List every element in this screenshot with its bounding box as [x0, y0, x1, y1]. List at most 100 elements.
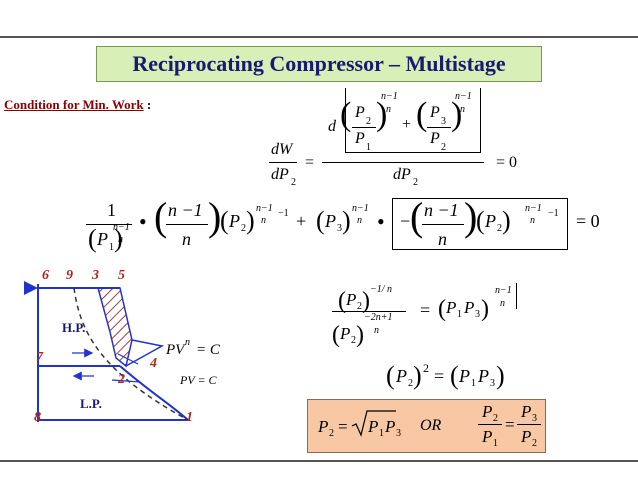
- eq4-power: 2: [423, 361, 429, 375]
- eq2-p2: P: [229, 211, 240, 231]
- eq4-p2-sub: 2: [408, 378, 413, 389]
- eq2-p3-open: (: [316, 206, 325, 235]
- eq3-den-exp-num: −2n+1: [364, 312, 393, 323]
- eq1-equals: =: [305, 154, 315, 171]
- eq3-rhs-p3-sub: 3: [475, 309, 480, 320]
- eq2-plus: +: [296, 211, 307, 231]
- eq2-frac-2: [166, 224, 208, 225]
- pvn-exp: n: [185, 337, 190, 348]
- point-6: 6: [42, 268, 49, 283]
- point-7: 7: [36, 350, 43, 365]
- lp-label: L.P.: [80, 396, 102, 411]
- eq3-rhs-p1-sub: 1: [457, 309, 462, 320]
- eq2-p2b-open: (: [476, 206, 485, 235]
- eq4-p3: P: [478, 366, 489, 386]
- eq1-dp-sub: 2: [291, 177, 296, 188]
- eq3-rhs-p3: P: [464, 298, 475, 317]
- condition-label: Condition for Min. Work :: [4, 97, 151, 113]
- eq3-frac: [332, 311, 406, 312]
- eq2-zero: = 0: [576, 211, 600, 231]
- eq2-p2-exp-top: n−1: [256, 203, 273, 214]
- eq4-p1: P: [459, 366, 470, 386]
- res-eq: =: [338, 417, 348, 436]
- eq2-frac-1: [86, 224, 132, 225]
- eq2-open-2: (: [410, 194, 424, 239]
- eq2-nm1: n −1: [168, 200, 203, 220]
- eq2-close-1: ): [208, 194, 222, 239]
- bottom-rule: [0, 460, 638, 462]
- eq2-p3: P: [325, 211, 336, 231]
- res-p2: P: [318, 417, 329, 436]
- eq2-p3-sub: 3: [337, 223, 342, 234]
- eq2-p1-close: ): [114, 224, 123, 253]
- eq1-dp: dP: [271, 166, 289, 183]
- eq1-exp-b-den: n: [460, 104, 465, 115]
- eq3-rhs-open: (: [438, 296, 446, 322]
- eq1-exp-b: n−1: [455, 91, 472, 102]
- eq2-bullet-1: •: [139, 209, 147, 234]
- eq3-equals: =: [420, 300, 431, 320]
- eq3-den-open: (: [332, 322, 340, 348]
- eq2-p2b-exp-top: n−1: [525, 203, 542, 214]
- eq1-p3-sub: 3: [441, 116, 446, 127]
- eq3-exp-bracket: [492, 283, 517, 309]
- eq1-p2b: P: [430, 130, 440, 147]
- res-eq2: =: [505, 415, 515, 434]
- eq2-bullet-2: •: [377, 209, 385, 234]
- condition-colon: :: [146, 97, 152, 112]
- eq1-frac-b: [427, 127, 451, 128]
- res-fa-bar: [478, 424, 502, 425]
- eq1-paren-close-b: ): [451, 96, 463, 133]
- eq3-den-close: ): [356, 322, 364, 348]
- res-or: OR: [420, 417, 442, 434]
- eq4-p1-sub: 1: [471, 378, 476, 389]
- pv-diagram: [24, 281, 189, 422]
- eq2-p3-close: ): [342, 206, 351, 235]
- eq2-n: n: [182, 229, 191, 249]
- eq2-p3-exp-top: n−1: [352, 203, 369, 214]
- eq3-rhs-exp-den: n: [500, 298, 505, 309]
- eq2-close-2: ): [464, 194, 478, 239]
- eq1-p2-sub: 2: [366, 116, 371, 127]
- eq2-minus: −: [400, 211, 411, 231]
- eq1-p2: P: [355, 104, 365, 121]
- res-fb-den-sub: 2: [532, 438, 537, 449]
- eq2-p2b-exp-bot: n: [530, 215, 535, 226]
- slide-title: Reciprocating Compressor – Multistage: [96, 46, 542, 82]
- eq2-one: 1: [107, 200, 116, 220]
- eq3-den-p: P: [340, 324, 351, 343]
- eq2-p2-sub: 2: [241, 223, 246, 234]
- eq1-exp-a: n−1: [381, 91, 398, 102]
- eq2-p1: P: [97, 229, 108, 249]
- top-rule: [0, 36, 638, 38]
- res-fa-num-sub: 2: [493, 413, 498, 424]
- sqrt-sign: [351, 410, 396, 437]
- eq1-p2b-sub: 2: [441, 142, 446, 153]
- res-p1-sub: 1: [379, 428, 384, 439]
- eq2-p2b: P: [485, 211, 496, 231]
- res-fa-num: P: [482, 402, 493, 421]
- eq3-num-sub: 2: [357, 301, 362, 312]
- point-2: 2: [118, 372, 125, 387]
- eq1-lhs-bar: [269, 162, 297, 163]
- eq2-p1-exp-bot: n: [118, 234, 123, 245]
- eq1-paren-open-b: (: [416, 96, 428, 133]
- eq2-frac-3: [422, 224, 464, 225]
- result-box: [307, 399, 546, 453]
- eq2-p1-sub: 1: [109, 242, 114, 253]
- eq2-p2-close: ): [246, 206, 255, 235]
- res-fa-den-sub: 1: [493, 438, 498, 449]
- res-p3-sub: 3: [396, 428, 401, 439]
- eq1-zero: = 0: [496, 154, 518, 171]
- eq1-paren-open-a: (: [340, 96, 352, 133]
- eq1-den: dP: [393, 166, 411, 183]
- res-p2-sub: 2: [329, 428, 334, 439]
- eq4-p2: P: [396, 366, 407, 386]
- point-5: 5: [118, 268, 125, 283]
- eq2-p1-exp-top: n−1: [113, 222, 130, 233]
- eq1-p3: P: [430, 104, 440, 121]
- eq4-rhs-close: ): [496, 361, 505, 390]
- eq2-open-1: (: [154, 194, 168, 239]
- eq4-p3-sub: 3: [490, 378, 495, 389]
- eq1-p1: P: [355, 130, 365, 147]
